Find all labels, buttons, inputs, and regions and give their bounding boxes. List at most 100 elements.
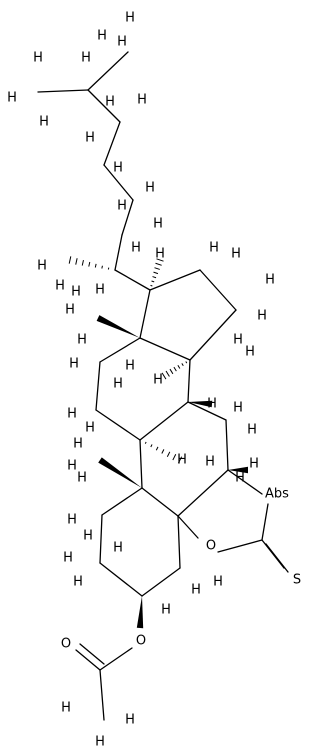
hydrogen-label: H [137, 93, 147, 108]
hydrogen-label: H [65, 303, 75, 318]
bond-c-s-double [265, 543, 289, 573]
hydrogen-label: H [153, 373, 163, 388]
hydrogen-label: H [81, 51, 91, 66]
hydrogen-label: H [213, 575, 223, 590]
bond-ring-d [149, 269, 201, 291]
bond-ring-a [177, 515, 181, 569]
hydrogen-label: H [205, 455, 215, 470]
hydrogen-label: H [209, 241, 219, 256]
bond-layer [37, 51, 289, 721]
hydrogen-label: H [105, 95, 115, 110]
oxygen-label: O [136, 634, 146, 649]
bond-acetyl-methyl [99, 669, 105, 721]
hydrogen-label: H [7, 91, 17, 106]
hydrogen-label: H [257, 309, 267, 324]
hydrogen-label: H [233, 401, 243, 416]
bond-oxygen-acyl [99, 647, 133, 671]
bond-isopropyl-methyl [37, 89, 89, 93]
hydrogen-label: H [131, 241, 141, 256]
bond-ring-d [199, 269, 237, 311]
hydrogen-label: H [73, 575, 83, 590]
wedge-bond-c13-methyl [96, 315, 140, 338]
hydrogen-label: H [83, 529, 93, 544]
bond-ring-b [141, 487, 179, 517]
bond-ring-d [139, 289, 151, 339]
hydrogen-label: H [161, 603, 171, 618]
sulfur-label: S [293, 573, 301, 588]
hydrogen-label: H [231, 247, 241, 262]
bond-side-chain [121, 199, 134, 236]
hydrogen-label: H [67, 407, 77, 422]
oxygen-label: O [206, 539, 216, 554]
hydrogen-label: H [113, 161, 123, 176]
hydrogen-label: H [67, 459, 77, 474]
bond-thiocarbonyl-s [261, 503, 269, 541]
wedge-bond-h6 [228, 466, 248, 474]
hydrogen-label: H [73, 437, 83, 452]
hydrogen-label: H [153, 217, 163, 232]
hydrogen-label: H [63, 551, 73, 566]
wedge-bond-c10-methyl [98, 457, 142, 488]
bond-carbonyl [79, 643, 105, 665]
hydrogen-label: H [37, 259, 47, 274]
bond-ring-b [177, 469, 229, 517]
bond-ring-b [187, 401, 227, 421]
bond-ring-c [95, 361, 101, 411]
bond-ring-b [139, 439, 143, 489]
bond-side-chain [114, 234, 123, 271]
hashed-bond-h17 [150, 258, 164, 287]
hashed-bond-h9 [144, 441, 183, 464]
hydrogen-label: H [113, 377, 123, 392]
bond-ring-a [141, 567, 181, 597]
hydrogen-label: H [191, 583, 201, 598]
hydrogen-label: H [55, 279, 65, 294]
hydrogen-label: H [85, 421, 95, 436]
bond-ring-a [101, 487, 143, 516]
hydrogen-label: H [97, 29, 107, 44]
hydrogen-label: H [177, 453, 187, 468]
hydrogen-label: H [117, 199, 127, 214]
hydrogen-label: H [69, 357, 79, 372]
abs-label: Abs [265, 487, 289, 502]
hydrogen-label: H [71, 285, 81, 300]
hydrogen-label: H [155, 247, 165, 262]
hydrogen-label: H [77, 471, 87, 486]
bond-c6-s [227, 469, 263, 495]
hydrogen-label: H [125, 359, 135, 374]
hydrogen-label: H [145, 181, 155, 196]
bond-ring-c [99, 337, 141, 363]
bond-c5-oxygen [177, 515, 199, 539]
bond-ring-a [99, 514, 103, 564]
hashed-bond-h14 [161, 361, 188, 380]
bond-c-s-double [261, 539, 285, 569]
hydrogen-label: H [67, 513, 77, 528]
wedge-bond-c3-oxygen [136, 596, 144, 629]
hydrogen-label: H [265, 273, 275, 288]
bond-ring-c [139, 401, 189, 441]
bond-ring-d [139, 337, 191, 361]
hydrogen-label: H [233, 333, 243, 348]
bond-ring-a [99, 562, 143, 597]
hydrogen-label: H [247, 423, 257, 438]
bond-oxygen-thiocarbonyl [217, 539, 263, 553]
bond-side-chain [103, 164, 134, 201]
hydrogen-label: H [95, 283, 105, 298]
hydrogen-label: H [125, 713, 135, 728]
hydrogen-label: H [95, 735, 105, 750]
hydrogen-label: H [77, 333, 87, 348]
hydrogen-label: H [207, 397, 217, 412]
wedge-bond-h8 [188, 400, 213, 408]
bond-side-chain [103, 121, 121, 166]
hydrogen-label: H [113, 541, 123, 556]
oxygen-label: O [61, 637, 71, 652]
hydrogen-label: H [33, 51, 43, 66]
hydrogen-label: H [245, 345, 255, 360]
hydrogen-label: H [235, 471, 245, 486]
hydrogen-label: H [61, 701, 71, 716]
bond-ring-d [189, 309, 237, 361]
bond-side-chain [87, 89, 121, 123]
bond-carbonyl [75, 649, 101, 671]
hydrogen-label: H [117, 35, 127, 50]
